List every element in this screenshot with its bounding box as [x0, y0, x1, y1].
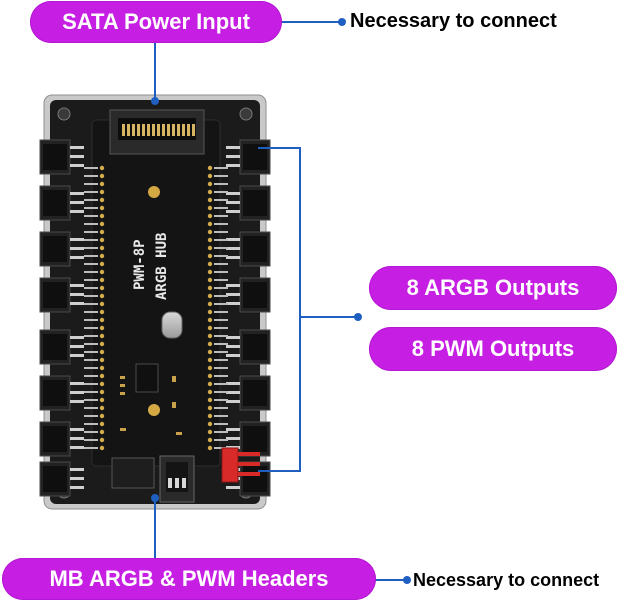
leader-mb-horizontal [375, 579, 407, 581]
leader-bottom-note-dot [403, 576, 411, 584]
silk-name: ARGB HUB [154, 233, 170, 300]
bracket-bottom [258, 470, 300, 472]
silk-model: PWM-8P [132, 239, 148, 290]
silkscreen: PWM-8P ARGB HUB [132, 233, 170, 300]
left-fan-headers [39, 139, 84, 497]
leader-sata-dot [151, 97, 159, 105]
bracket-vertical [299, 147, 301, 472]
mb-input-headers [111, 455, 195, 503]
leader-mb-vertical [154, 498, 156, 560]
necessary-note-bottom: Necessary to connect [413, 570, 600, 590]
leader-mb-dot [151, 494, 159, 502]
bracket-mid [300, 316, 358, 318]
bracket-mid-dot [354, 313, 362, 321]
argb-outputs-label: 8 ARGB Outputs [369, 266, 617, 310]
leader-top-note-dot [338, 18, 346, 26]
mb-headers-label: MB ARGB & PWM Headers [2, 558, 376, 600]
bracket-top [258, 147, 300, 149]
sata-connector [109, 109, 205, 155]
leader-sata-vertical [154, 40, 156, 100]
leader-sata-horizontal [282, 21, 342, 23]
crystal [161, 311, 183, 339]
red-fan-connector [221, 447, 260, 483]
pwm-outputs-label: 8 PWM Outputs [369, 327, 617, 371]
right-fan-headers [226, 139, 271, 497]
sata-power-input-label: SATA Power Input [30, 1, 282, 43]
necessary-note-top: Necessary to connect [350, 10, 557, 32]
controller-chip [135, 363, 159, 393]
